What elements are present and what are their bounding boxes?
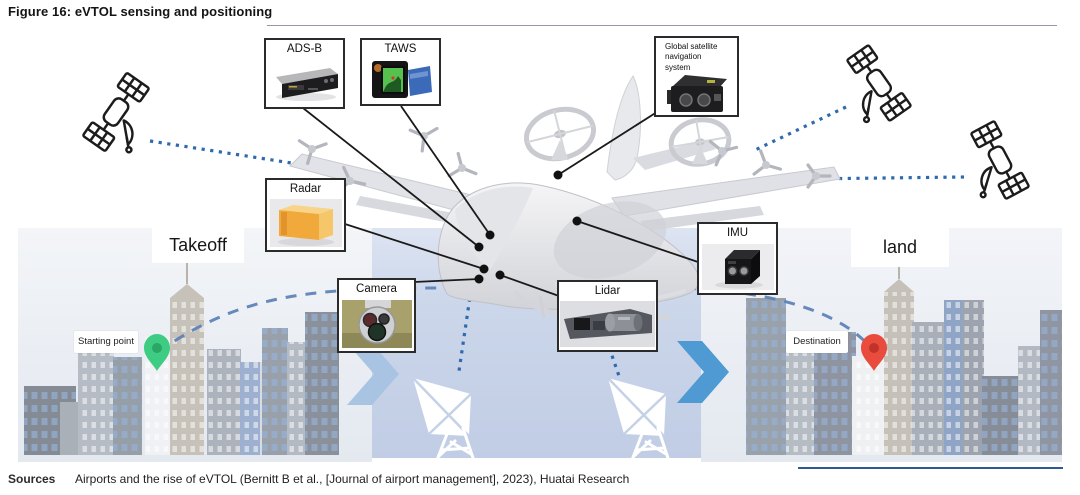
satellite-icon-right	[970, 120, 1030, 200]
sensor-label-adsb: ADS-B	[286, 43, 323, 55]
taws-device-photo	[362, 56, 439, 104]
radar-device-photo	[267, 196, 344, 250]
header-rule	[267, 25, 1057, 26]
callout-lines	[302, 105, 699, 297]
chevron-arrow-left	[347, 343, 399, 405]
destination-pin-icon	[861, 334, 887, 371]
satellite-icon-left	[82, 72, 150, 154]
flight-path	[157, 286, 872, 354]
sources-label: Sources	[8, 472, 56, 486]
sensor-box-camera: Camera	[337, 278, 416, 353]
land-label: land	[851, 227, 949, 267]
sensor-box-radar: Radar	[265, 178, 346, 252]
starting-point-label: Starting point	[74, 331, 138, 353]
sensor-label-imu: IMU	[726, 227, 749, 239]
satellite-icon-top-right	[846, 44, 912, 124]
imu-device-photo	[699, 240, 776, 293]
lidar-device-photo	[559, 298, 656, 350]
sensor-label-gnss: Global satellite navigation system	[665, 42, 718, 72]
city-skyline-left	[24, 259, 339, 455]
sensor-label-taws: TAWS	[384, 43, 417, 55]
destination-label: Destination	[786, 331, 848, 353]
ground-station-icon-left	[412, 377, 475, 462]
figure-title: Figure 16: eVTOL sensing and positioning	[8, 4, 273, 19]
callout-dots	[474, 170, 582, 284]
sources-row: Sources Airports and the rise of eVTOL (…	[0, 470, 1080, 492]
gnss-device-photo	[656, 73, 737, 115]
takeoff-label: Takeoff	[152, 227, 244, 263]
sensor-box-lidar: Lidar	[557, 280, 658, 352]
footer-rule	[798, 467, 1063, 469]
sensor-box-taws: TAWS	[360, 38, 441, 106]
start-pin-icon	[144, 334, 170, 371]
chevron-arrow-right	[677, 341, 729, 403]
sensor-label-camera: Camera	[356, 283, 397, 295]
sources-text: Airports and the rise of eVTOL (Bernitt …	[75, 472, 630, 486]
adsb-device-photo	[266, 56, 343, 107]
sensor-box-gnss: Global satellite navigation system	[654, 36, 739, 117]
city-skyline-right	[746, 256, 1062, 455]
sensor-box-imu: IMU	[697, 222, 778, 295]
sensor-label-lidar: Lidar	[594, 285, 621, 297]
ground-station-icon-right	[607, 377, 670, 462]
camera-device-photo	[339, 296, 414, 351]
sensor-label-radar: Radar	[289, 183, 322, 195]
sensor-box-adsb: ADS-B	[264, 38, 345, 109]
